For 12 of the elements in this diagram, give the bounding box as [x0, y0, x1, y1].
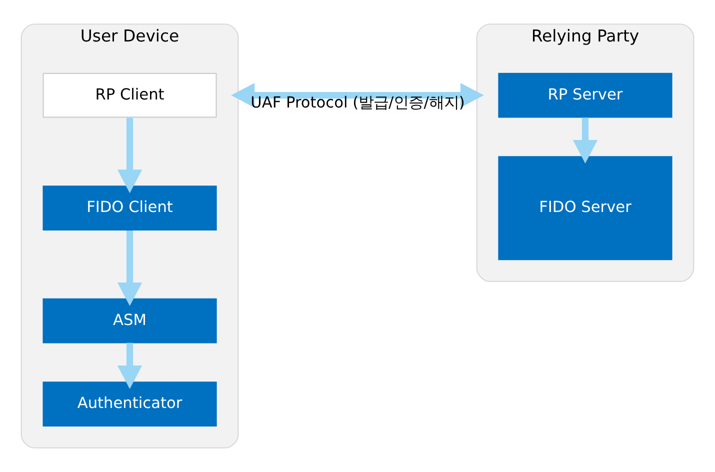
node-box: FIDO Client — [42, 186, 217, 231]
node-box: RP Server — [498, 72, 672, 118]
arrow — [231, 82, 484, 108]
arrow — [117, 118, 142, 194]
arrow — [117, 342, 142, 389]
node-box: FIDO Server — [498, 156, 672, 260]
arrow — [572, 118, 598, 164]
edge-label: UAF Protocol (발급/인증/해지) — [250, 94, 465, 112]
node-box: Authenticator — [42, 382, 217, 427]
node-box: RP Client — [42, 72, 217, 118]
node-box: ASM — [42, 298, 217, 344]
arrow — [117, 230, 142, 306]
